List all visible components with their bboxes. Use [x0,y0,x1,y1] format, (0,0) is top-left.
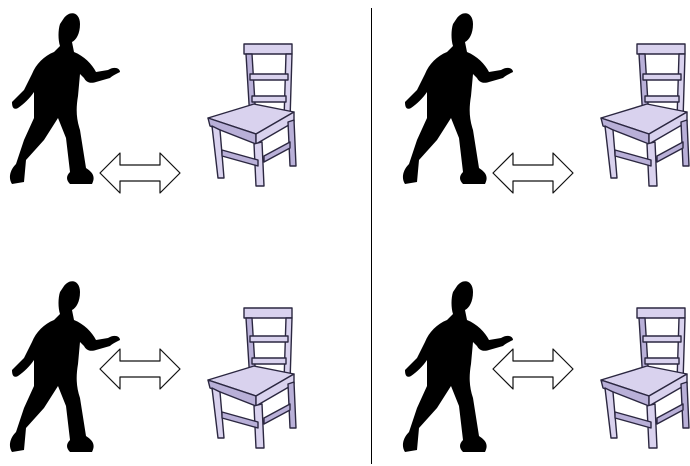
person-silhouette-icon [10,13,120,184]
panel-svg [0,0,300,190]
chair-icon [601,44,689,186]
double-arrow-icon [100,153,180,193]
panel-svg [393,268,690,458]
panel-bottom-right [393,268,690,458]
person-silhouette-icon [403,13,513,184]
panel-top-left [0,0,300,190]
chair-icon [601,308,689,448]
panel-svg [393,0,690,190]
panel-svg [0,268,300,458]
panel-bottom-left [0,268,300,458]
panel-top-right [393,0,690,190]
double-arrow-icon [100,349,180,389]
double-arrow-icon [493,349,573,389]
chair-icon [208,308,296,448]
chair-icon [208,44,296,186]
double-arrow-icon [493,153,573,193]
vertical-divider [371,8,372,464]
